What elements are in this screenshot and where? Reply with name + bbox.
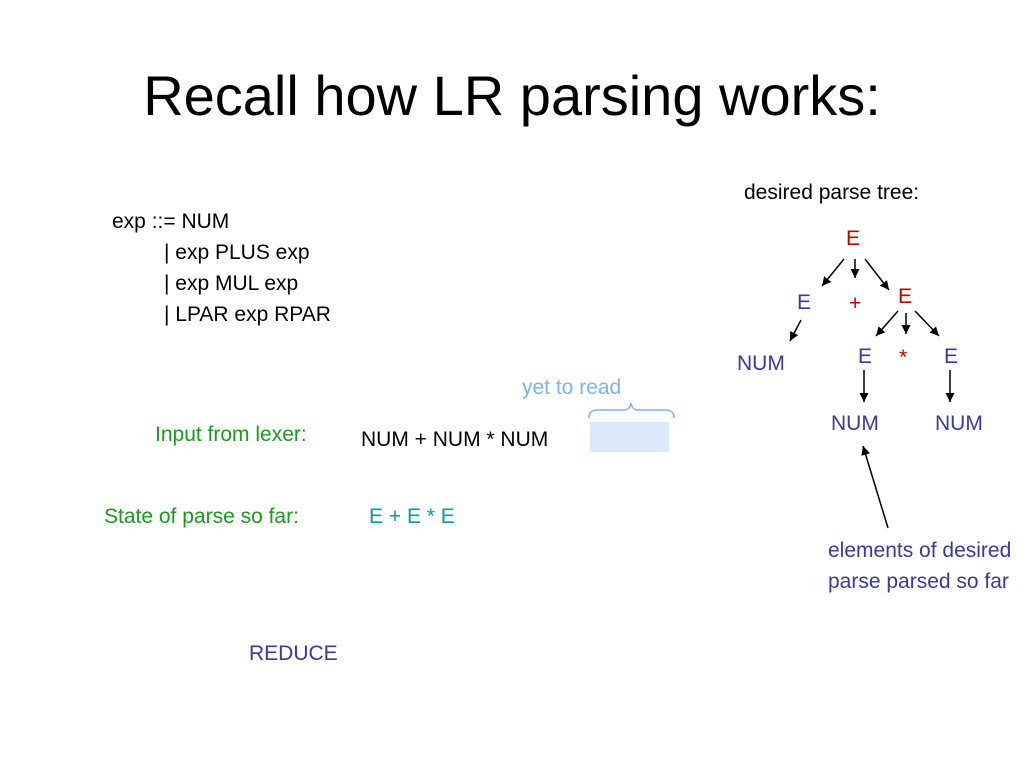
state-label: State of parse so far: bbox=[104, 505, 299, 528]
input-label: Input from lexer: bbox=[155, 423, 307, 446]
yet-to-read-brace bbox=[588, 402, 675, 419]
tree-edge bbox=[875, 310, 899, 337]
tree-node-inner-right-e: E bbox=[944, 345, 959, 368]
input-string: NUM + NUM * NUM bbox=[361, 428, 549, 451]
grammar-line: | exp MUL exp bbox=[164, 272, 299, 295]
tree-node-right-e: E bbox=[898, 285, 913, 308]
slide-title: Recall how LR parsing works: bbox=[143, 64, 881, 127]
tree-node-inner-right-num: NUM bbox=[935, 412, 983, 435]
grammar-line: | LPAR exp RPAR bbox=[164, 303, 331, 326]
grammar-line: exp ::= NUM bbox=[112, 210, 230, 233]
tree-node-root-e: E bbox=[846, 227, 861, 250]
pointer-arrow bbox=[861, 445, 889, 529]
tree-edge bbox=[821, 258, 845, 287]
tree-node-star: * bbox=[899, 346, 908, 369]
tree-edge bbox=[914, 310, 940, 337]
state-value: E + E * E bbox=[369, 505, 455, 528]
tree-edge bbox=[864, 258, 890, 291]
parse-tree-label: desired parse tree: bbox=[744, 181, 920, 204]
yet-to-read-label: yet to read bbox=[522, 376, 622, 399]
parse-tree-note: elements of desired parse parsed so far bbox=[828, 539, 1012, 593]
parser-action: REDUCE bbox=[249, 642, 338, 665]
tree-edge bbox=[789, 319, 802, 342]
grammar-line: | exp PLUS exp bbox=[164, 241, 310, 264]
unread-input-highlight bbox=[590, 422, 669, 452]
grammar-block: exp ::= NUM | exp PLUS exp | exp MUL exp… bbox=[112, 206, 331, 330]
tree-node-inner-left-e: E bbox=[858, 345, 873, 368]
tree-node-left-num: NUM bbox=[737, 352, 785, 375]
tree-node-plus: + bbox=[849, 292, 862, 315]
tree-node-left-e: E bbox=[797, 291, 812, 314]
tree-node-inner-left-num: NUM bbox=[831, 412, 879, 435]
